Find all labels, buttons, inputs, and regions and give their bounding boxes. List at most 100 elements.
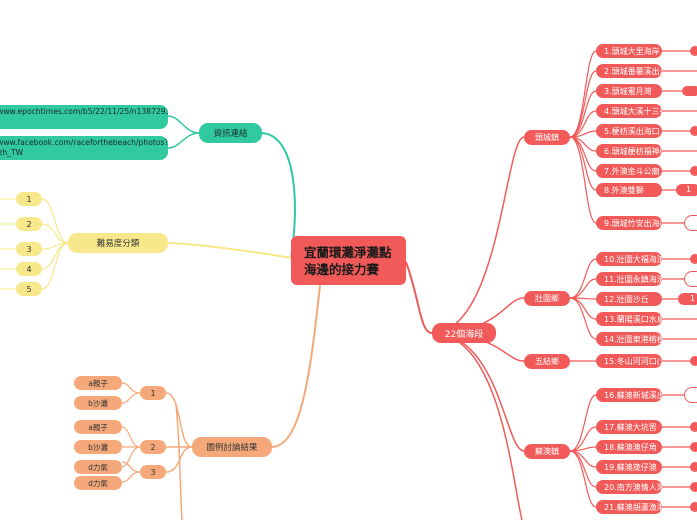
discussion-item-label: d力氣 bbox=[88, 478, 108, 488]
discussion-group-3[interactable]: 3 bbox=[140, 465, 166, 479]
child-node-stub[interactable] bbox=[690, 254, 697, 264]
township-label: 蘇澳鎮 bbox=[535, 447, 559, 456]
beach-label: 1.頭城大里海岸 bbox=[604, 46, 660, 56]
info-links-label: 資訊連結 bbox=[213, 129, 248, 139]
difficulty-topic[interactable]: 難易度分類 bbox=[68, 233, 168, 253]
beach-label: 4.頭城大溪十三德寺 bbox=[604, 106, 662, 116]
child-node-stub[interactable] bbox=[690, 356, 697, 366]
township-label: 頭城鎮 bbox=[535, 133, 559, 142]
beach-item[interactable]: 18.蘇澳澳仔角 bbox=[596, 440, 662, 454]
beach-label: 12.壯圍沙丘 bbox=[604, 294, 649, 304]
beach-item[interactable]: 11.壯圍永鎮海濱公園 bbox=[596, 272, 662, 286]
child-node-stub[interactable] bbox=[684, 387, 697, 403]
beach-item[interactable]: 19.蘇澳筬仔澳 bbox=[596, 460, 662, 474]
discussion-item[interactable]: a親子 bbox=[74, 376, 122, 390]
child-node-stub[interactable] bbox=[684, 215, 697, 231]
township-zhuangwei[interactable]: 壯圍鄉 bbox=[524, 291, 570, 306]
difficulty-level-4-label: 4 bbox=[26, 264, 32, 274]
info-links-topic[interactable]: 資訊連結 bbox=[199, 123, 262, 143]
beach-item[interactable]: 17.蘇澳大坑罟 bbox=[596, 420, 662, 434]
township-label: 壯圍鄉 bbox=[535, 294, 559, 303]
beach-item[interactable]: 6.頭城梗枋福神碑 bbox=[596, 144, 662, 158]
beach-item[interactable]: 5.梗枋溪出海口 bbox=[596, 124, 662, 138]
child-node-stub[interactable] bbox=[690, 482, 697, 492]
discussion-label: 圖例討論結果 bbox=[206, 443, 258, 453]
beach-label: 11.壯圍永鎮海濱公園 bbox=[604, 274, 662, 284]
discussion-item[interactable]: d力氣 bbox=[74, 476, 122, 490]
segments-topic[interactable]: 22個海段 bbox=[432, 323, 496, 343]
discussion-group-1[interactable]: 1 bbox=[140, 386, 166, 400]
beach-label: 9.頭城竹安出海口 bbox=[604, 218, 662, 228]
beach-label: 7.外澳金斗公廟 bbox=[604, 166, 660, 176]
beach-label: 13.蘭陽溪口水鳥保護區 bbox=[604, 314, 662, 324]
beach-item[interactable]: 21.蘇澳胡蘆漁港 bbox=[596, 500, 662, 514]
info-link-1[interactable]: //www.epochtimes.com/b5/22/11/25/n138729… bbox=[0, 105, 168, 129]
beach-item[interactable]: 4.頭城大溪十三德寺 bbox=[596, 104, 662, 118]
beach-label: 16.蘇澳新城溪出海口 bbox=[604, 390, 662, 400]
segments-label: 22個海段 bbox=[444, 329, 484, 340]
root-topic-line2: 海邊的接力賽 bbox=[304, 261, 380, 277]
beach-item[interactable]: 9.頭城竹安出海口 bbox=[596, 216, 662, 230]
info-link-1-line1: //www.epochtimes.com/b5/22/11/25/n138729… bbox=[0, 107, 168, 116]
beach-label: 18.蘇澳澳仔角 bbox=[604, 442, 657, 452]
beach-item[interactable]: 13.蘭陽溪口水鳥保護區 bbox=[596, 312, 662, 326]
difficulty-level-2[interactable]: 2 bbox=[16, 217, 42, 231]
beach-label: 10.壯圍大福海濱 bbox=[604, 254, 662, 264]
beach-label: 2.頭城番薯溪出海口 bbox=[604, 66, 662, 76]
child-node-stub[interactable] bbox=[690, 442, 697, 452]
discussion-item[interactable]: d力氣 bbox=[74, 460, 122, 474]
difficulty-label: 難易度分類 bbox=[96, 239, 140, 249]
discussion-item[interactable]: b沙灘 bbox=[74, 396, 122, 410]
child-node-stub[interactable] bbox=[690, 46, 697, 56]
difficulty-level-5[interactable]: 5 bbox=[16, 282, 42, 296]
discussion-group-2-label: 2 bbox=[150, 442, 156, 452]
township-toucheng[interactable]: 頭城鎮 bbox=[524, 130, 570, 145]
beach-label: 19.蘇澳筬仔澳 bbox=[604, 462, 657, 472]
discussion-group-3-label: 3 bbox=[150, 467, 156, 477]
beach-item[interactable]: 3.頭城蜜月灣 bbox=[596, 84, 662, 98]
child-node-stub[interactable] bbox=[690, 126, 697, 136]
beach-label: 8.外澳雙獅 bbox=[604, 185, 644, 195]
child-node-stub[interactable] bbox=[690, 502, 697, 512]
discussion-item-label: a親子 bbox=[88, 422, 108, 432]
child-node-stub[interactable] bbox=[690, 166, 697, 176]
beach-label: 15.冬山河河口(清水港尾) bbox=[604, 356, 662, 366]
discussion-item[interactable]: a親子 bbox=[74, 420, 122, 434]
difficulty-level-3[interactable]: 3 bbox=[16, 242, 42, 256]
root-topic[interactable]: 宜蘭環灘淨灘點 海邊的接力賽 bbox=[291, 236, 406, 285]
stub-digit: 1 bbox=[690, 294, 696, 303]
child-node-stub[interactable] bbox=[682, 86, 697, 96]
child-node-stub[interactable] bbox=[690, 422, 697, 432]
beach-item[interactable]: 7.外澳金斗公廟 bbox=[596, 164, 662, 178]
beach-item[interactable]: 14.壯圍東港榕樹公園 bbox=[596, 332, 662, 346]
beach-item[interactable]: 10.壯圍大福海濱 bbox=[596, 252, 662, 266]
beach-item[interactable]: 1.頭城大里海岸 bbox=[596, 44, 662, 58]
info-link-2-line1: //www.facebook.com/raceforthebeach/photo… bbox=[0, 138, 168, 147]
beach-item[interactable]: 2.頭城番薯溪出海口 bbox=[596, 64, 662, 78]
discussion-item[interactable]: b沙灘 bbox=[74, 440, 122, 454]
discussion-group-2[interactable]: 2 bbox=[140, 440, 166, 454]
beach-label: 6.頭城梗枋福神碑 bbox=[604, 146, 662, 156]
child-node-stub[interactable] bbox=[690, 462, 697, 472]
difficulty-level-2-label: 2 bbox=[26, 219, 32, 229]
township-suao[interactable]: 蘇澳鎮 bbox=[524, 444, 570, 459]
difficulty-level-1[interactable]: 1 bbox=[16, 192, 42, 206]
discussion-item-label: d力氣 bbox=[88, 462, 108, 472]
discussion-topic[interactable]: 圖例討論結果 bbox=[192, 437, 272, 457]
child-node-stub[interactable] bbox=[678, 293, 697, 305]
child-node-stub[interactable] bbox=[684, 271, 697, 287]
beach-item[interactable]: 8.外澳雙獅 bbox=[596, 183, 662, 197]
township-label: 五結鄉 bbox=[535, 357, 559, 366]
beach-item[interactable]: 12.壯圍沙丘 bbox=[596, 292, 662, 306]
beach-item[interactable]: 16.蘇澳新城溪出海口 bbox=[596, 388, 662, 402]
difficulty-level-5-label: 5 bbox=[26, 284, 32, 294]
info-link-2[interactable]: //www.facebook.com/raceforthebeach/photo… bbox=[0, 136, 168, 160]
beach-item[interactable]: 20.南方澳情人灣 bbox=[596, 480, 662, 494]
beach-label: 20.南方澳情人灣 bbox=[604, 482, 662, 492]
beach-item[interactable]: 15.冬山河河口(清水港尾) bbox=[596, 354, 662, 368]
beach-label: 5.梗枋溪出海口 bbox=[604, 126, 660, 136]
difficulty-level-4[interactable]: 4 bbox=[16, 262, 42, 276]
township-wujie[interactable]: 五結鄉 bbox=[524, 354, 570, 369]
child-node-stub[interactable] bbox=[676, 184, 697, 196]
